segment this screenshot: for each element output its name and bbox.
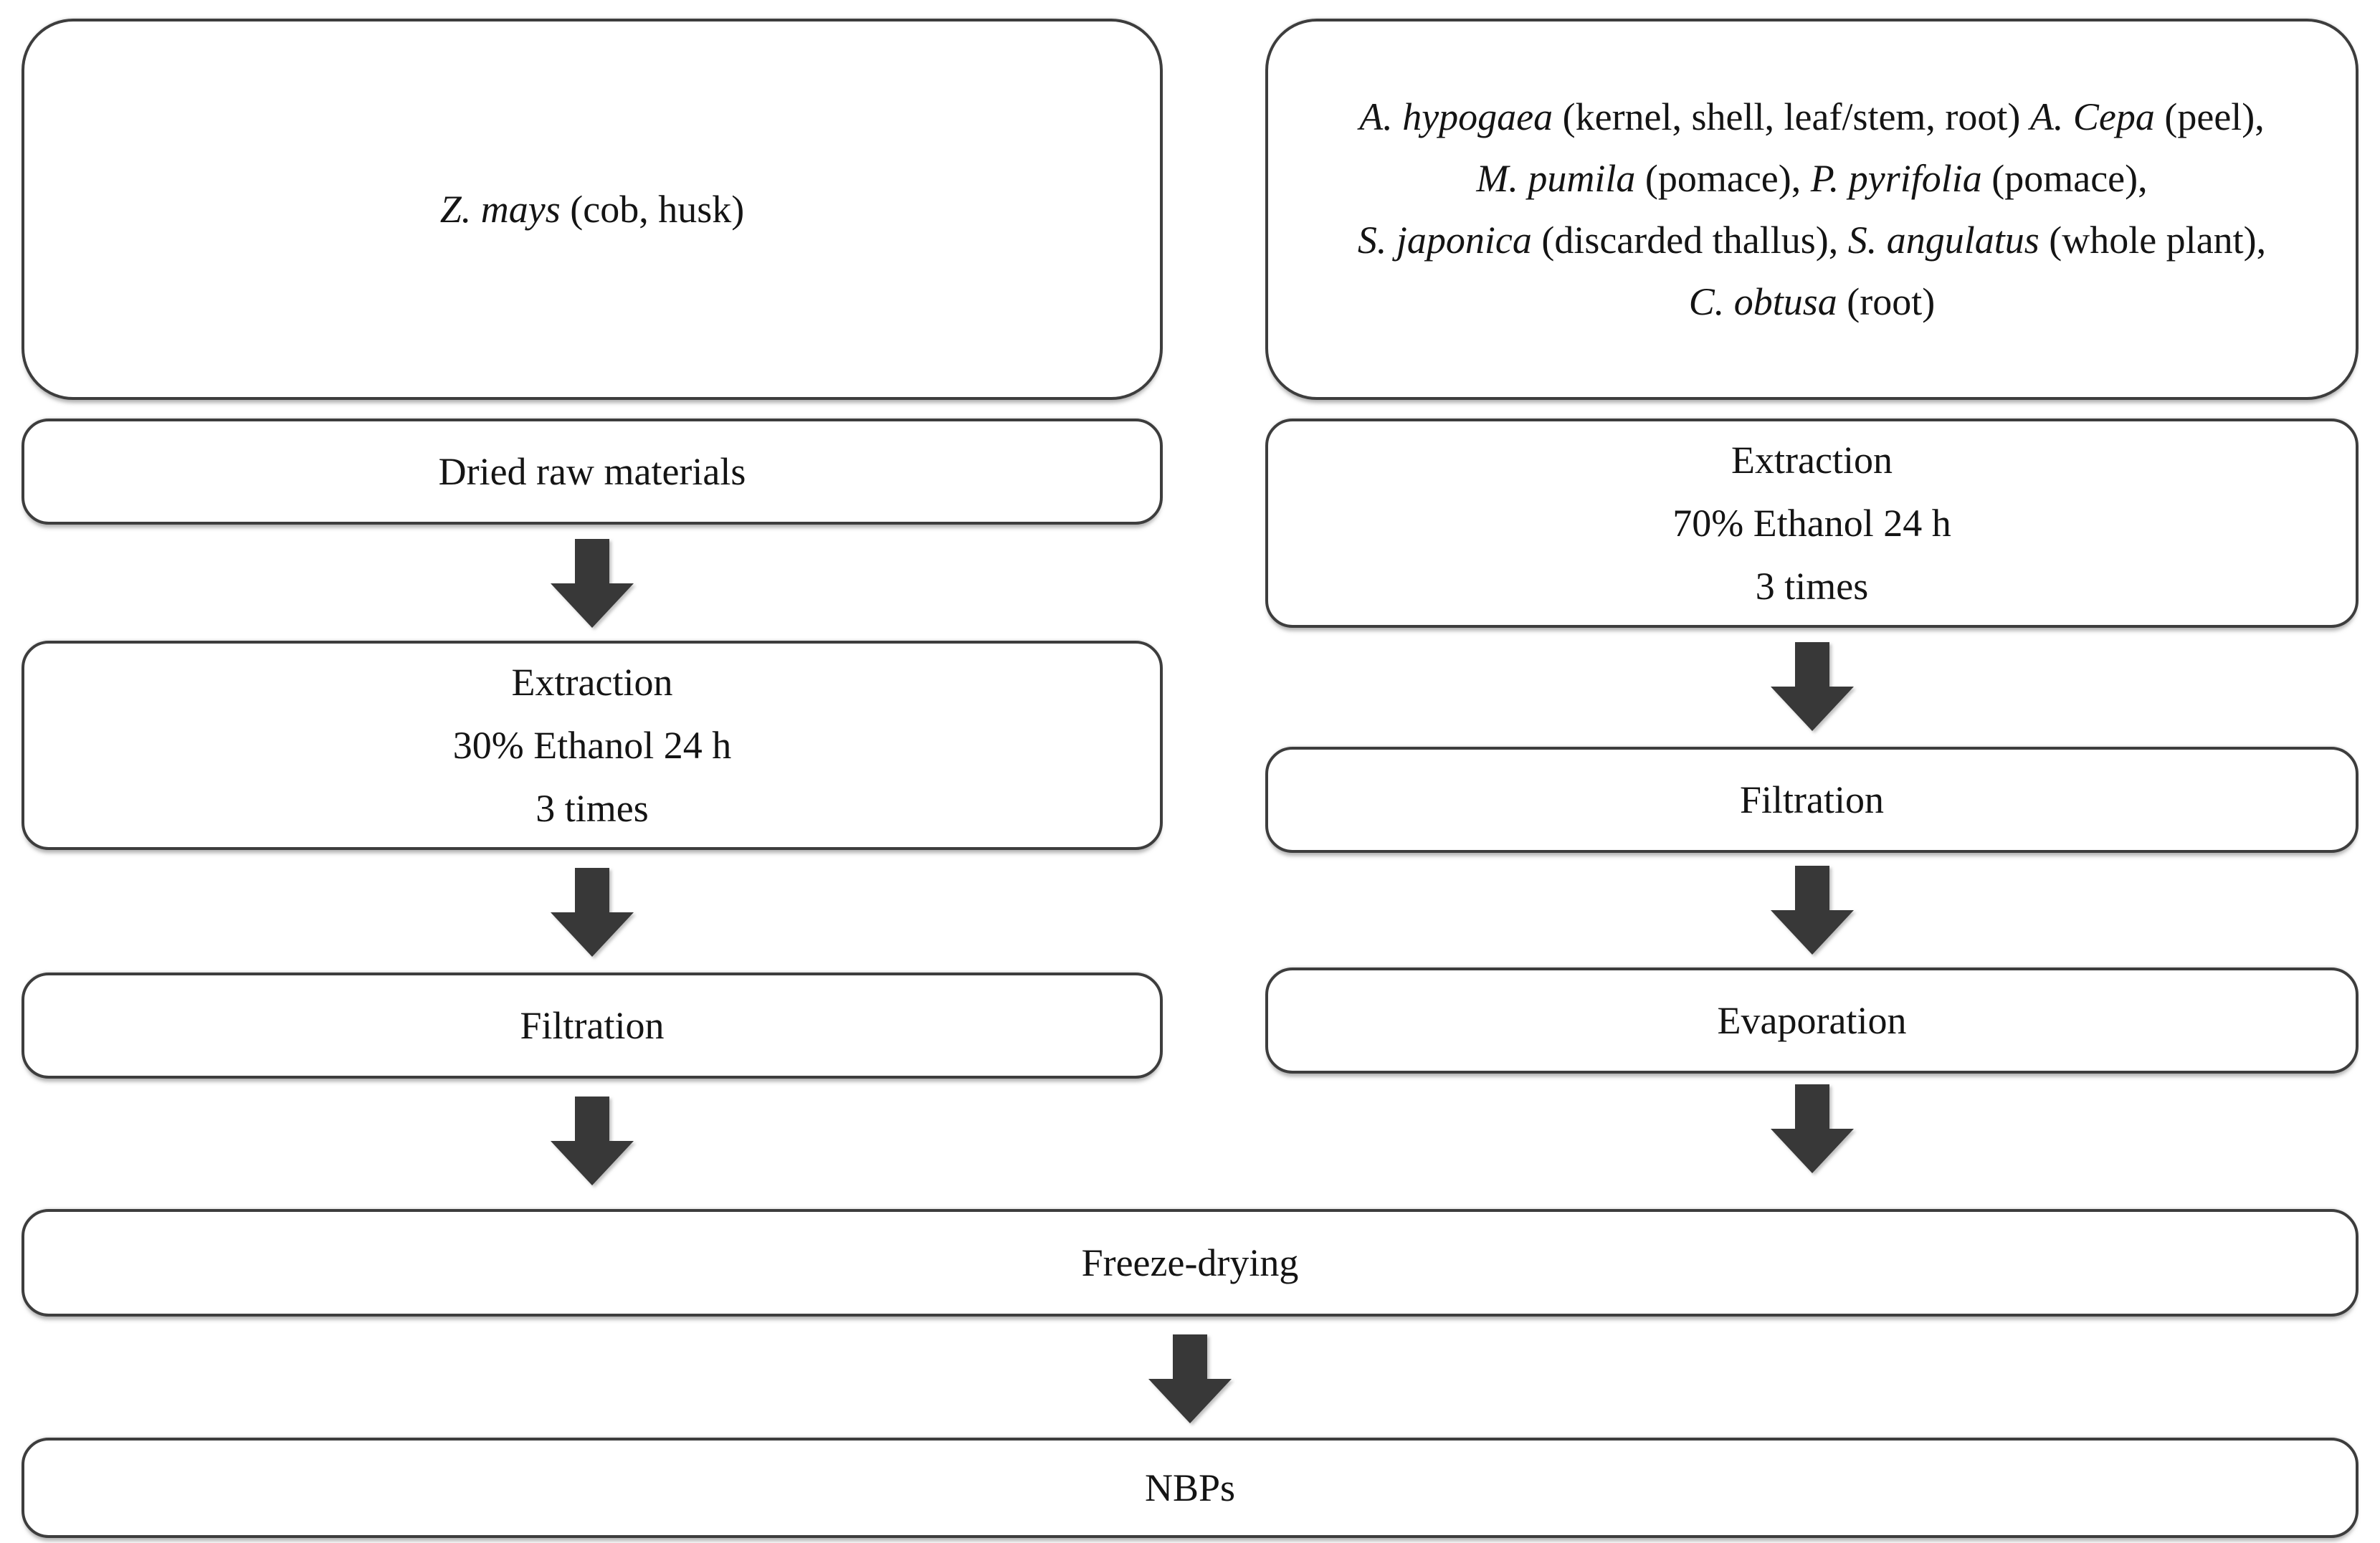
right-process-column: A. hypogaea (kernel, shell, leaf/stem, r… (1265, 19, 2358, 1173)
arrow-stem (1794, 642, 1829, 687)
arrow-stem (575, 539, 609, 583)
species-name-s-japonica: S. japonica (1357, 219, 1532, 262)
down-arrow-icon (1770, 642, 1854, 731)
right-source-line-1: A. hypogaea (kernel, shell, leaf/stem, r… (1359, 86, 2265, 148)
down-arrow-icon (551, 539, 634, 628)
extraction-solvent: 70% Ethanol 24 h (1672, 502, 1951, 545)
evaporation-box: Evaporation (1265, 968, 2358, 1074)
nbps-label: NBPs (1144, 1466, 1236, 1509)
freeze-drying-label: Freeze-drying (1081, 1241, 1299, 1284)
left-source-label: Z. mays (cob, husk) (440, 178, 744, 240)
extraction-solvent: 30% Ethanol 24 h (452, 724, 732, 767)
species-name-s-angulatus: S. angulatus (1847, 219, 2039, 262)
left-process-column: Z. mays (cob, husk) Dried raw materials … (22, 19, 1163, 1185)
filtration-label: Filtration (1740, 778, 1884, 821)
left-source-materials-box: Z. mays (cob, husk) (22, 19, 1163, 400)
right-source-line-3: S. japonica (discarded thallus), S. angu… (1358, 209, 2266, 271)
extraction-title: Extraction (511, 661, 673, 704)
down-arrow-icon (551, 1097, 634, 1185)
dried-raw-materials-box: Dried raw materials (22, 419, 1163, 525)
down-arrow-icon (1770, 1084, 1854, 1173)
source-plain-text: (whole plant), (2039, 219, 2267, 262)
down-arrow-icon (1148, 1334, 1232, 1423)
arrow-head (1770, 1129, 1854, 1173)
right-source-line-2: M. pumila (pomace), P. pyrifolia (pomace… (1476, 148, 2147, 209)
species-name-c-obtusa: C. obtusa (1688, 280, 1837, 323)
down-arrow-icon (551, 868, 634, 957)
arrow-stem (1794, 866, 1829, 910)
merged-process-section: Freeze-drying NBPs (22, 1209, 2358, 1538)
source-plain-text: (peel), (2154, 95, 2265, 138)
source-plain-text: (kernel, shell, leaf/stem, root) (1553, 95, 2030, 138)
arrow-stem (575, 868, 609, 912)
arrow-head (1770, 910, 1854, 955)
nbps-box: NBPs (22, 1438, 2358, 1538)
filtration-label: Filtration (520, 1004, 665, 1047)
left-source-plain-text: (cob, husk) (560, 188, 745, 231)
source-plain-text: (root) (1837, 280, 1936, 323)
left-filtration-box: Filtration (22, 973, 1163, 1079)
arrow-head (1770, 687, 1854, 731)
arrow-head (551, 1141, 634, 1185)
arrow-head (1148, 1379, 1232, 1423)
species-name-p-pyrifolia: P. pyrifolia (1810, 157, 1982, 200)
species-name-m-pumila: M. pumila (1476, 157, 1636, 200)
arrow-stem (575, 1097, 609, 1141)
extraction-repeats: 3 times (1755, 565, 1869, 608)
source-plain-text: (discarded thallus), (1531, 219, 1848, 262)
arrow-stem (1794, 1084, 1829, 1129)
extraction-title: Extraction (1731, 439, 1893, 482)
species-name-a-hypogaea: A. hypogaea (1359, 95, 1553, 138)
evaporation-label: Evaporation (1717, 999, 1907, 1042)
right-source-materials-box: A. hypogaea (kernel, shell, leaf/stem, r… (1265, 19, 2358, 400)
source-plain-text: (pomace), (1981, 157, 2148, 200)
right-source-line-4: C. obtusa (root) (1689, 271, 1936, 333)
source-plain-text: (pomace), (1635, 157, 1811, 200)
extraction-repeats: 3 times (536, 787, 649, 830)
left-extraction-box: Extraction 30% Ethanol 24 h 3 times (22, 641, 1163, 850)
arrow-stem (1173, 1334, 1207, 1379)
species-name-z-mays: Z. mays (439, 188, 561, 231)
arrow-head (551, 583, 634, 628)
species-name-a-cepa: A. Cepa (2029, 95, 2155, 138)
freeze-drying-box: Freeze-drying (22, 1209, 2358, 1317)
down-arrow-icon (1770, 866, 1854, 955)
right-extraction-box: Extraction 70% Ethanol 24 h 3 times (1265, 419, 2358, 628)
dried-raw-materials-label: Dried raw materials (438, 450, 746, 493)
right-filtration-box: Filtration (1265, 747, 2358, 853)
arrow-head (551, 912, 634, 957)
